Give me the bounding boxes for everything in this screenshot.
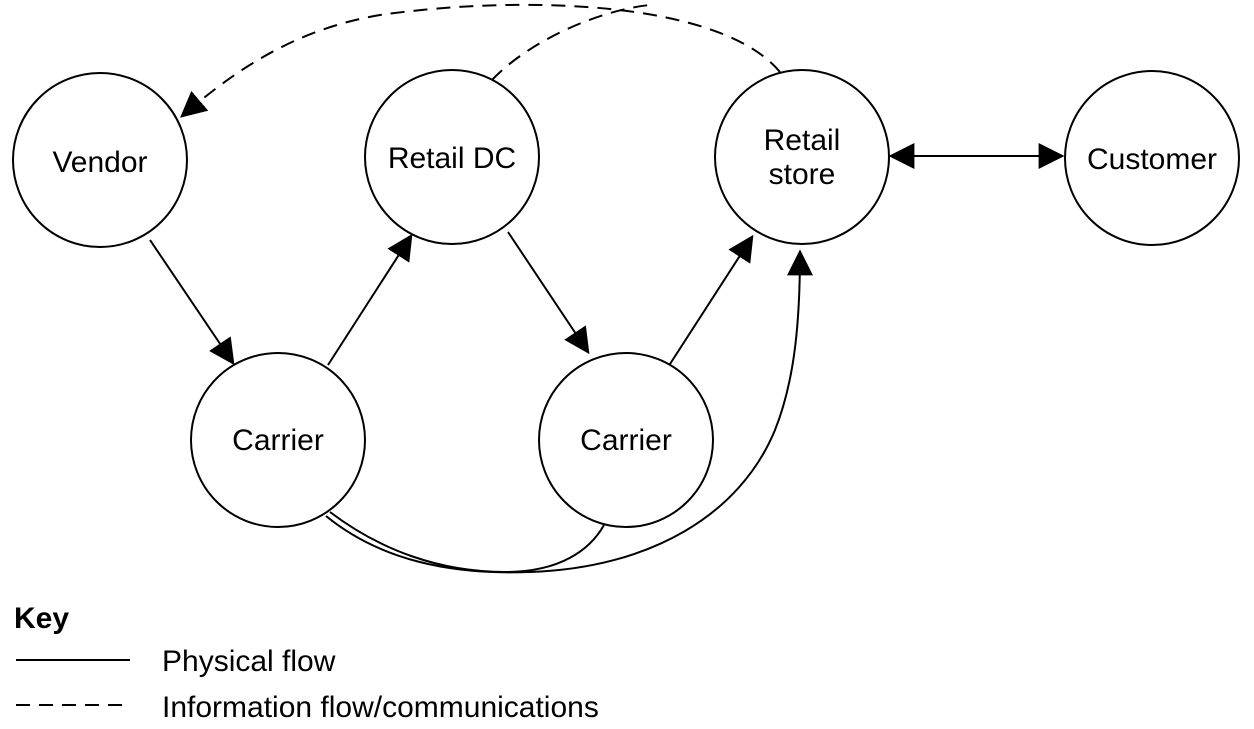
node-retail-store-label-line1: Retail xyxy=(764,124,841,157)
legend-title: Key xyxy=(14,602,69,635)
legend-physical-flow-label: Physical flow xyxy=(162,645,336,678)
node-carrier-1-label: Carrier xyxy=(232,424,324,457)
edge-retail-dc-to-vendor xyxy=(491,4,651,81)
node-retail-dc-label: Retail DC xyxy=(388,142,516,175)
node-customer: Customer xyxy=(1064,70,1240,246)
edge-carrier-1-to-retail-store xyxy=(325,249,813,574)
edge-carrier-2-to-retail-store xyxy=(669,234,754,365)
node-retail-store: Retail store xyxy=(714,69,890,245)
legend: Key Physical flow Information flow/commu… xyxy=(14,602,599,724)
node-carrier-2-label: Carrier xyxy=(580,424,672,457)
node-retail-store-label-line2: store xyxy=(769,158,836,191)
node-carrier-2: Carrier xyxy=(538,352,714,528)
edge-vendor-to-carrier-1 xyxy=(149,239,235,366)
node-vendor-label: Vendor xyxy=(52,146,147,179)
legend-information-flow-label: Information flow/communications xyxy=(162,691,599,724)
node-customer-label: Customer xyxy=(1087,143,1217,176)
edge-carrier-1-to-retail-dc xyxy=(327,233,413,366)
edge-carrier-1-to-carrier-2-curve xyxy=(329,511,605,574)
node-vendor: Vendor xyxy=(12,72,188,248)
node-retail-dc: Retail DC xyxy=(364,69,540,245)
node-carrier-1: Carrier xyxy=(190,352,366,528)
edge-retail-dc-to-carrier-2 xyxy=(507,231,590,355)
